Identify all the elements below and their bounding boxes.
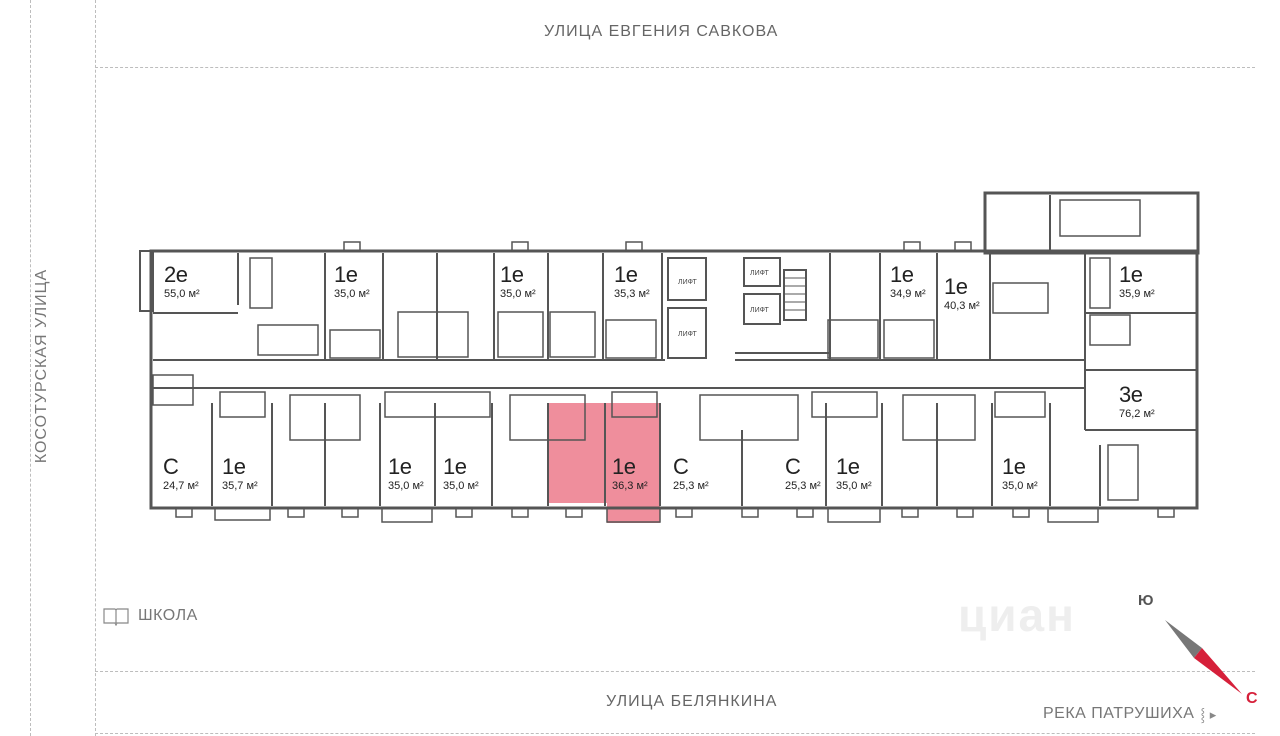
river-landmark: РЕКА ПАТРУШИХА ⸾ ▸ xyxy=(1043,705,1217,723)
apartment-type: 1е xyxy=(1119,262,1143,287)
site-boundary-bottom xyxy=(95,733,1255,734)
school-label: ШКОЛА xyxy=(138,607,198,624)
selected-balcony-highlight xyxy=(607,503,660,523)
street-boundary-top xyxy=(95,67,1255,68)
apartment-area: 35,7 м² xyxy=(222,480,258,492)
apartment-area: 35,0 м² xyxy=(334,288,370,300)
apartment-type: С xyxy=(673,454,689,479)
apartment-type: 1е xyxy=(944,274,968,299)
apartment-area: 55,0 м² xyxy=(164,288,200,300)
compass: Ю С xyxy=(1138,592,1260,712)
apartment-area: 35,0 м² xyxy=(500,288,536,300)
lift-label: ЛИФТ xyxy=(678,331,698,338)
watermark: циан xyxy=(958,589,1076,641)
apartment-type: С xyxy=(785,454,801,479)
apartment-type: 1е xyxy=(614,262,638,287)
apartment-type: 2е xyxy=(164,262,188,287)
apartment-area: 25,3 м² xyxy=(673,480,709,492)
book-icon xyxy=(103,608,129,626)
apartment-area: 36,3 м² xyxy=(612,480,648,492)
lift-label: ЛИФТ xyxy=(678,279,698,286)
apartment-area: 35,9 м² xyxy=(1119,288,1155,300)
apartment-type: 1е xyxy=(612,454,636,479)
apartment-type: 1е xyxy=(890,262,914,287)
apartment-type: 1е xyxy=(443,454,467,479)
street-boundary-left xyxy=(95,0,96,736)
compass-north-label: С xyxy=(1246,690,1258,707)
street-bottom-label: УЛИЦА БЕЛЯНКИНА xyxy=(606,693,778,710)
apartment-area: 35,0 м² xyxy=(443,480,479,492)
street-boundary-bottom xyxy=(95,671,1255,672)
river-arrow-icon: ⸾ ▸ xyxy=(1200,707,1217,722)
apartment-type: 1е xyxy=(1002,454,1026,479)
compass-arrow-icon xyxy=(1165,620,1242,694)
apartment-area: 35,0 м² xyxy=(836,480,872,492)
apartment-type: 1е xyxy=(500,262,524,287)
lift-label: ЛИФТ xyxy=(750,270,770,277)
school-landmark: ШКОЛА xyxy=(102,606,198,626)
apartment-area: 76,2 м² xyxy=(1119,408,1155,420)
apartment-type: 1е xyxy=(836,454,860,479)
river-label: РЕКА ПАТРУШИХА xyxy=(1043,705,1195,722)
street-top-label: УЛИЦА ЕВГЕНИЯ САВКОВА xyxy=(544,23,779,40)
site-boundary-left xyxy=(30,0,31,736)
apartment-type: 1е xyxy=(222,454,246,479)
apartment-area: 35,0 м² xyxy=(1002,480,1038,492)
apartment-area: 24,7 м² xyxy=(163,480,199,492)
apartment-area: 40,3 м² xyxy=(944,300,980,312)
apartment-area: 34,9 м² xyxy=(890,288,926,300)
apartment-type: 1е xyxy=(334,262,358,287)
apartment-type: С xyxy=(163,454,179,479)
compass-south-label: Ю xyxy=(1138,592,1154,609)
apartment-type: 3е xyxy=(1119,382,1143,407)
apartment-area: 35,3 м² xyxy=(614,288,650,300)
apartment-type: 1е xyxy=(388,454,412,479)
apartment-area: 25,3 м² xyxy=(785,480,821,492)
apartment-area: 35,0 м² xyxy=(388,480,424,492)
lift-label: ЛИФТ xyxy=(750,307,770,314)
